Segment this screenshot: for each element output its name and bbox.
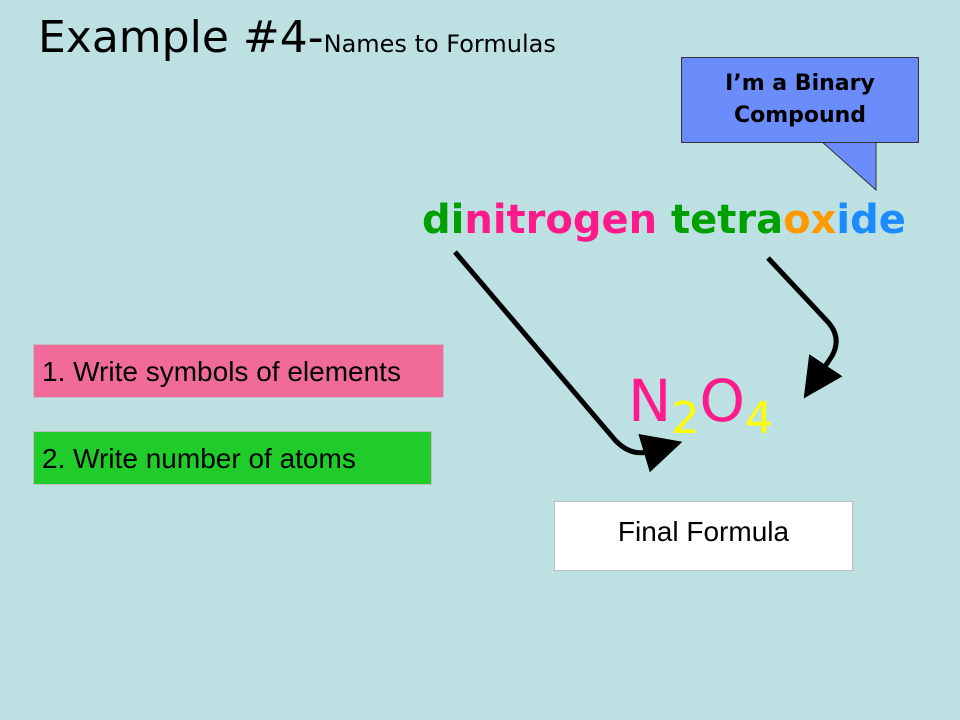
step-2-box: 2. Write number of atoms: [33, 431, 432, 485]
compound-name: dinitrogen tetraoxide: [422, 197, 906, 243]
callout-line-2: Compound: [733, 103, 867, 128]
slide-title: Example #4-Names to Formulas: [38, 12, 556, 63]
callout-line-1: I’m a Binary: [725, 71, 875, 96]
formula-symbol-n: N: [628, 367, 672, 435]
slide-title-sub: Names to Formulas: [323, 30, 556, 58]
formula-count-4: 4: [745, 393, 774, 444]
chemical-formula: N2O4: [628, 366, 774, 444]
final-formula-label: Final Formula: [554, 501, 853, 571]
callout-tail: [818, 139, 877, 192]
suffix-ide: ide: [836, 197, 906, 243]
formula-count-2: 2: [671, 393, 700, 444]
prefix-tetra: tetra: [671, 197, 784, 243]
prefix-di: di: [422, 197, 465, 243]
arrow-nitrogen-to-n: [453, 250, 683, 473]
slide-title-main: Example #4-: [38, 12, 324, 63]
arrow-tetra-to-4: [766, 256, 843, 399]
element-nitrogen: nitrogen: [464, 197, 658, 243]
element-ox: ox: [783, 197, 837, 243]
formula-symbol-o: O: [699, 367, 746, 435]
binary-compound-callout: I’m a Binary Compound: [681, 57, 919, 143]
word-space: [657, 197, 671, 243]
step-1-box: 1. Write symbols of elements: [33, 344, 444, 398]
